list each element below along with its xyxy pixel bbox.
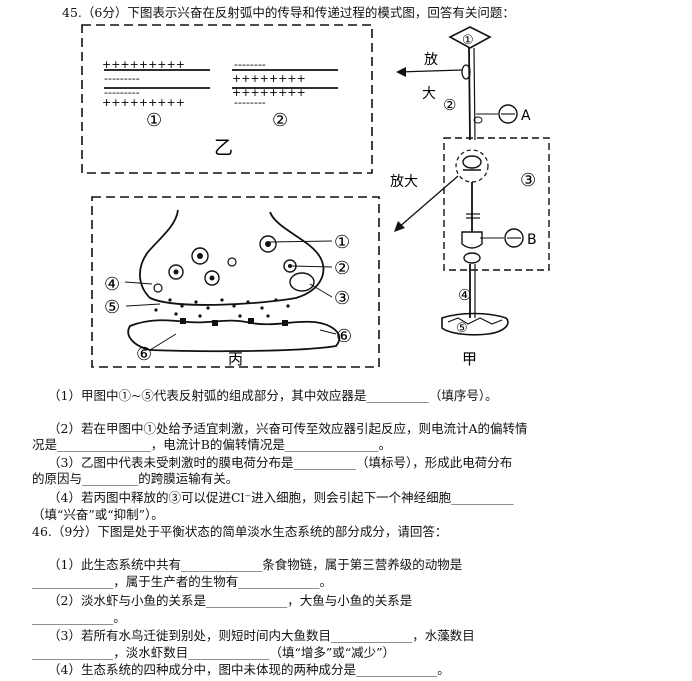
q46-line-6: _____________，淡水虾数目_____________（填“增多”或“… [32, 645, 396, 660]
label-yi: 乙 [214, 137, 233, 159]
membrane-1: +++++++++ --------- --------- +++++++++ [102, 58, 210, 109]
q45-title: 45.（6分）下图表示兴奋在反射弧中的传导和传递过程的模式图，回答有关问题： [62, 5, 515, 20]
label-bing: 丙 [228, 350, 243, 368]
label-galvanometer-b: B [527, 232, 537, 248]
label-4-jia: ④ [458, 286, 471, 304]
figure-jia: ① ② 放 大 A ③ 放大 B [390, 26, 550, 368]
q45-line-4: （3）乙图中代表未受刺激时的膜电荷分布是__________（填标号），形成此电… [48, 455, 513, 470]
label-2-bing: ② [334, 258, 350, 279]
q46-title: 46.（9分）下图是处于平衡状态的简单淡水生态系统的部分成分，请回答： [32, 524, 448, 539]
label-3-jia: ③ [520, 170, 536, 191]
label-fang: 放 [424, 52, 438, 68]
label-1-jia: ① [462, 33, 474, 48]
q46-line-1: （1）此生态系统中共有_____________条食物链，属于第三营养级的动物是 [48, 557, 463, 572]
q45-line-1: （1）甲图中①~⑤代表反射弧的组成部分，其中效应器是__________（填序号… [48, 388, 498, 403]
q45-line-5: 的原因与_________的跨膜运输有关。 [32, 471, 239, 486]
q45-line-6: （4）若丙图中释放的③可以促进Cl⁻进入细胞，则会引起下一个神经细胞______… [48, 490, 514, 505]
label-2-yi: ② [272, 110, 288, 131]
label-galvanometer-a: A [521, 108, 531, 124]
q45-line-2: （2）若在甲图中①处给予适宜刺激，兴奋可传至效应器引起反应，则电流计A的偏转情 [48, 421, 528, 436]
receptors [180, 318, 288, 326]
charge-plus-top-2: ++++++++ [232, 72, 306, 85]
figure-yi: +++++++++ --------- --------- +++++++++ … [81, 24, 373, 174]
charge-plus-bot-2: ++++++++ [232, 86, 306, 99]
q46-line-3: （2）淡水虾与小鱼的关系是_____________，大鱼与小鱼的关系是 [48, 593, 413, 608]
label-fangda: 放大 [390, 174, 418, 190]
charge-minus-bot-1: --------- [104, 86, 140, 99]
label-1-bing: ① [334, 232, 350, 253]
charge-minus-top-2: -------- [234, 58, 266, 71]
charge-plus-bot-1: +++++++++ [102, 96, 185, 109]
q46-line-2: _____________，属于生产者的生物有_____________。 [32, 574, 333, 589]
q46-line-7: （4）生态系统的四种成分中，图中未体现的两种成分是_____________。 [48, 662, 450, 677]
q46-line-4: _____________。 [32, 610, 126, 625]
label-6-bing-right: ⑥ [336, 326, 352, 347]
label-5-bing: ⑤ [104, 297, 120, 318]
label-da: 大 [422, 86, 436, 102]
label-1-yi: ① [146, 110, 162, 131]
q46-line-5: （3）若所有水鸟迁徙到别处，则短时间内大鱼数目_____________，水藻数… [48, 628, 475, 643]
q45-line-7: （填“兴奋”或“抑制”）。 [32, 507, 164, 522]
neurotransmitter-dots [154, 298, 290, 318]
figure-bing: ① ② ③ ⑥ ④ ⑤ ⑥ 丙 [91, 196, 380, 368]
label-2-jia: ② [443, 96, 456, 114]
charge-minus-bot-2: -------- [234, 96, 266, 109]
membrane-2: -------- ++++++++ ++++++++ -------- [232, 58, 338, 109]
label-jia: 甲 [462, 350, 477, 368]
charge-plus-top-1: +++++++++ [102, 58, 185, 71]
charge-minus-top-1: --------- [104, 72, 140, 85]
q45-line-3: 况是_______________，电流计B的偏转情况是____________… [32, 437, 392, 452]
label-5-jia: ⑤ [456, 321, 468, 336]
synaptic-vesicles [153, 235, 315, 293]
label-3-bing: ③ [334, 288, 350, 309]
label-6-bing-left: ⑥ [136, 344, 152, 365]
reflex-arc-diagram: +++++++++ --------- --------- +++++++++ … [81, 24, 550, 368]
label-4-bing: ④ [104, 274, 120, 295]
